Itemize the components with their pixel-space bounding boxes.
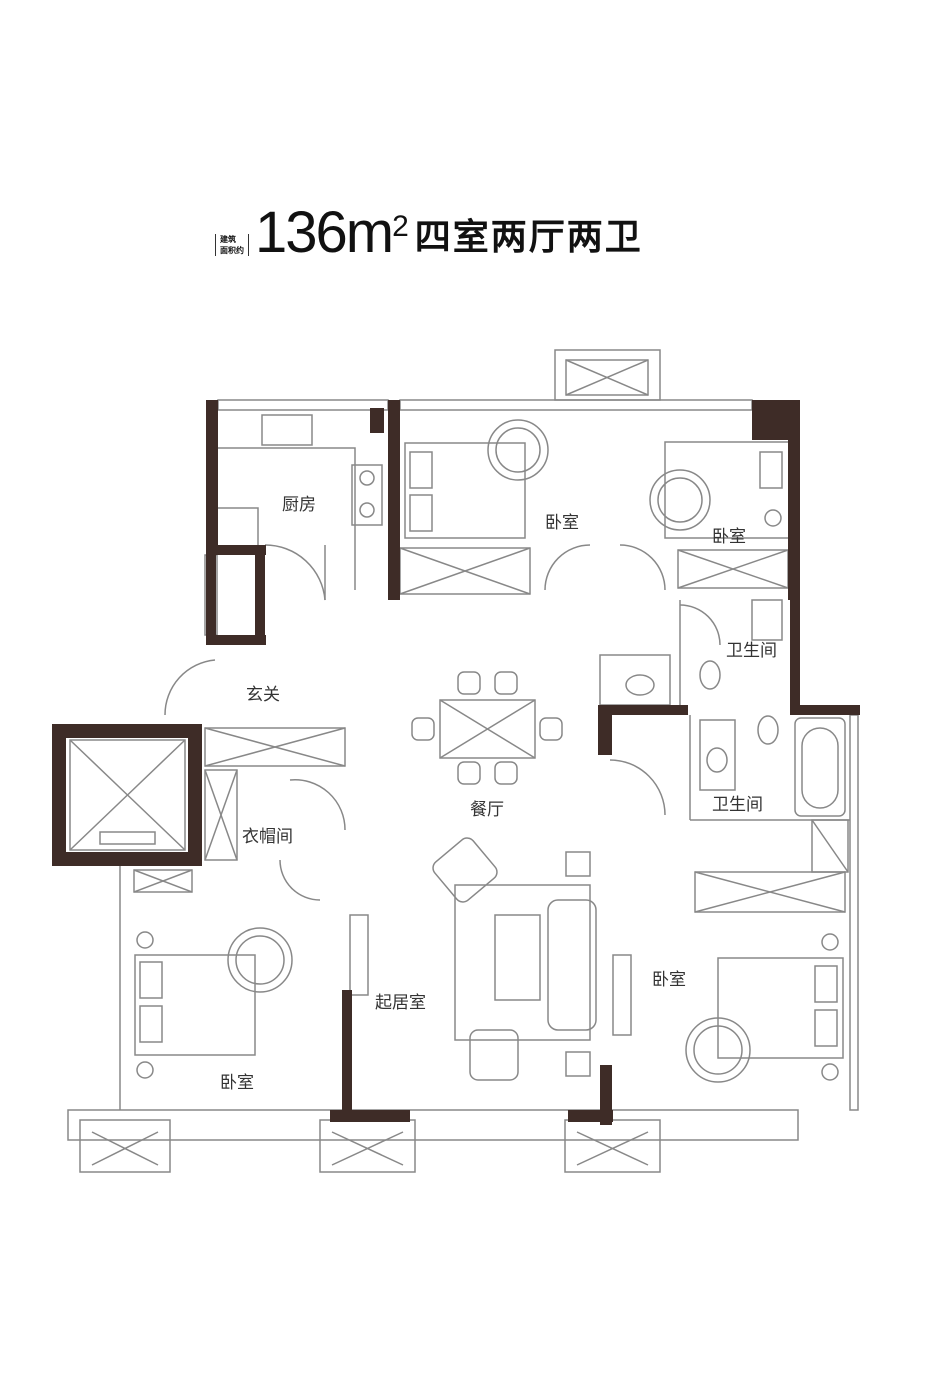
layout-type: 四室两厅两卫 bbox=[414, 217, 643, 258]
area-value: 136m2 bbox=[255, 204, 409, 262]
room-label-bedroom-bottom-left: 卧室 bbox=[220, 1073, 254, 1093]
area-unit: 2 bbox=[392, 210, 409, 243]
thin-lines bbox=[67, 349, 859, 1173]
room-label-bathroom-2: 卫生间 bbox=[712, 795, 763, 815]
room-label-kitchen: 厨房 bbox=[282, 495, 316, 515]
area-note: 建筑 面积约 bbox=[215, 234, 249, 256]
area-note-line1: 建筑 bbox=[220, 235, 236, 244]
walls bbox=[52, 400, 860, 1125]
room-label-bedroom-top-left: 卧室 bbox=[545, 513, 579, 533]
room-label-cloakroom: 衣帽间 bbox=[242, 827, 293, 847]
room-label-dining: 餐厅 bbox=[470, 800, 504, 820]
plan-title: 建筑 面积约 136m2 四室两厅两卫 bbox=[215, 190, 643, 280]
room-label-bedroom-bottom-right: 卧室 bbox=[652, 970, 686, 990]
room-label-foyer: 玄关 bbox=[246, 685, 280, 705]
room-label-living: 起居室 bbox=[375, 993, 426, 1013]
room-label-bathroom-1: 卫生间 bbox=[726, 641, 777, 661]
area-note-line2: 面积约 bbox=[220, 246, 244, 255]
room-label-bedroom-top-right: 卧室 bbox=[712, 527, 746, 547]
area-number: 136m bbox=[255, 200, 394, 265]
